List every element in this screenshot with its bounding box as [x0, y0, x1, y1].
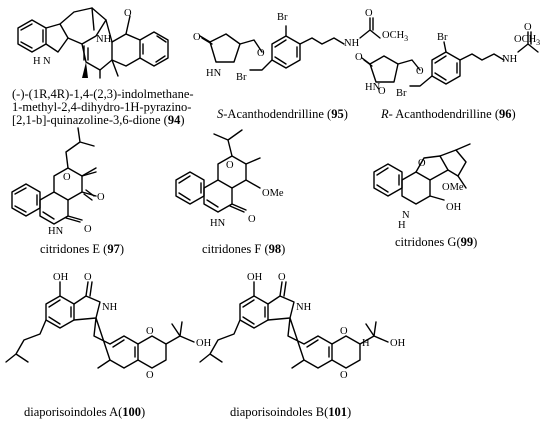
atom-o: O	[248, 214, 256, 225]
atom-och3-subscript: 3	[536, 38, 540, 47]
atom-ome: OMe	[262, 188, 284, 199]
caption-101-text: diaporisoindoles B(	[230, 405, 329, 419]
caption-96-prefix: R	[381, 107, 389, 121]
atom-nh: NH	[102, 302, 118, 313]
caption-100-text: diaporisoindoles A(	[24, 405, 123, 419]
atom-o: O	[524, 22, 532, 33]
caption-95: S-Acanthodendrilline (95)	[217, 108, 348, 121]
atom-nh: NH	[344, 38, 360, 49]
structure-95: O HN O Br Br NH O OCH3	[193, 8, 408, 83]
atom-n: N	[402, 210, 410, 221]
caption-97: citridones E (97)	[40, 243, 124, 256]
atom-o: O	[84, 272, 92, 283]
atom-oh: OH	[446, 202, 462, 213]
atom-oh: OH	[53, 272, 69, 283]
caption-96-number: 96	[499, 107, 512, 121]
atom-nh: NH	[502, 54, 518, 65]
atom-och3: OCH3	[382, 30, 408, 43]
atom-o: O	[278, 272, 286, 283]
atom-br: Br	[236, 72, 247, 83]
caption-95-text: -Acanthodendrilline (	[223, 107, 332, 121]
atom-och3: OCH3	[514, 34, 540, 47]
atom-o: O	[257, 48, 265, 59]
caption-95-prefix: S	[217, 107, 224, 121]
atom-nh: NH	[296, 302, 312, 313]
caption-95-number: 95	[331, 107, 344, 121]
atom-o: O	[365, 8, 373, 19]
caption-100-close: )	[141, 405, 146, 419]
atom-oh: OH	[196, 338, 212, 349]
caption-100: diaporisoindoles A(100)	[24, 406, 145, 419]
caption-94-line-3-text: [2,1-b]-quinazoline-3,6-dione (	[12, 113, 168, 127]
atom-br: Br	[277, 12, 288, 23]
caption-101-close: )	[347, 405, 352, 419]
caption-94-line-1: (-)-(1R,4R)-1,4-(2,3)-indolmethane-	[12, 87, 194, 101]
structure-94: O NH H N	[17, 7, 169, 79]
caption-99-close: )	[473, 235, 478, 249]
caption-96: R- Acanthodendrilline (96)	[381, 108, 516, 121]
caption-99: citridones G(99)	[395, 236, 477, 249]
caption-96-text: - Acanthodendrilline (	[388, 107, 500, 121]
caption-101-number: 101	[328, 405, 348, 419]
caption-101: diaporisoindoles B(101)	[230, 406, 351, 419]
caption-98-number: 98	[268, 242, 282, 256]
atom-oh: OH	[247, 272, 263, 283]
caption-100-number: 100	[122, 405, 142, 419]
structure-97: O O O HN	[11, 127, 105, 237]
atom-o: O	[418, 158, 426, 169]
atom-o: O	[355, 52, 363, 63]
atom-o: O	[97, 192, 105, 203]
caption-94: (-)-(1R,4R)-1,4-(2,3)-indolmethane- 1-me…	[12, 88, 194, 127]
caption-94-line-2: 1-methyl-2,4-dihydro-1H-pyrazino-	[12, 100, 192, 114]
atom-o: O	[63, 172, 71, 183]
atom-h: H	[362, 338, 370, 349]
atom-ome: OMe	[442, 182, 464, 193]
atom-o: O	[146, 370, 154, 381]
atom-h: H	[398, 220, 406, 231]
caption-96-close: )	[511, 107, 516, 121]
atom-o: O	[193, 32, 201, 43]
atom-n: N	[43, 56, 51, 67]
caption-97-close: )	[119, 242, 125, 256]
atom-o: O	[340, 326, 348, 337]
caption-99-text: citridones G(	[395, 235, 461, 249]
atom-br: Br	[437, 32, 448, 43]
caption-94-line-3: [2,1-b]-quinazoline-3,6-dione (94)	[12, 114, 194, 127]
atom-o: O	[340, 370, 348, 381]
atom-hn: HN	[206, 68, 222, 79]
structure-100: OH O NH O O OH	[5, 272, 212, 381]
caption-98-close: )	[281, 242, 286, 256]
structure-99: O OMe OH N H	[373, 143, 471, 231]
atom-o: O	[124, 8, 132, 19]
caption-97-number: 97	[107, 242, 120, 256]
caption-97-text: citridones E (	[40, 242, 108, 256]
atom-o: O	[378, 86, 386, 97]
caption-94-number: 94	[167, 113, 181, 127]
atom-o: O	[146, 326, 154, 337]
atom-och3-main: OCH	[382, 30, 405, 41]
atom-br: Br	[396, 88, 407, 99]
caption-98-text: citridones F (	[202, 242, 269, 256]
caption-98: citridones F (98)	[202, 243, 285, 256]
caption-94-close: )	[180, 113, 185, 127]
caption-95-close: )	[343, 107, 348, 121]
atom-och3-subscript: 3	[404, 34, 408, 43]
atom-o: O	[416, 66, 424, 77]
atom-hn: HN	[365, 82, 381, 93]
structure-101: OH O NH O O H OH	[199, 272, 406, 381]
structure-98: O OMe O HN	[175, 129, 284, 229]
atom-hn: HN	[210, 218, 226, 229]
atom-o: O	[226, 160, 234, 171]
atom-och3-main: OCH	[514, 34, 537, 45]
atom-nh: NH	[96, 34, 112, 45]
atom-h: H	[33, 56, 41, 67]
atom-o: O	[84, 224, 92, 235]
atom-hn: HN	[48, 226, 64, 237]
structure-96: O O HN O Br Br NH O OCH3	[355, 22, 540, 99]
caption-99-number: 99	[460, 235, 474, 249]
atom-oh: OH	[390, 338, 406, 349]
